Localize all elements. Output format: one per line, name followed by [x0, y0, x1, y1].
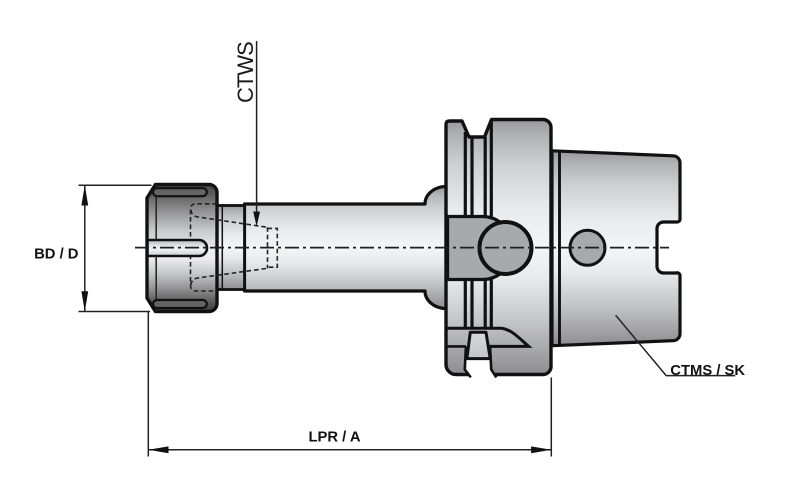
svg-text:LPR / A: LPR / A	[308, 430, 360, 446]
svg-text:BD / D: BD / D	[34, 246, 79, 262]
svg-text:CTMS / SK: CTMS / SK	[670, 363, 745, 379]
svg-text:CTWS: CTWS	[233, 42, 258, 103]
